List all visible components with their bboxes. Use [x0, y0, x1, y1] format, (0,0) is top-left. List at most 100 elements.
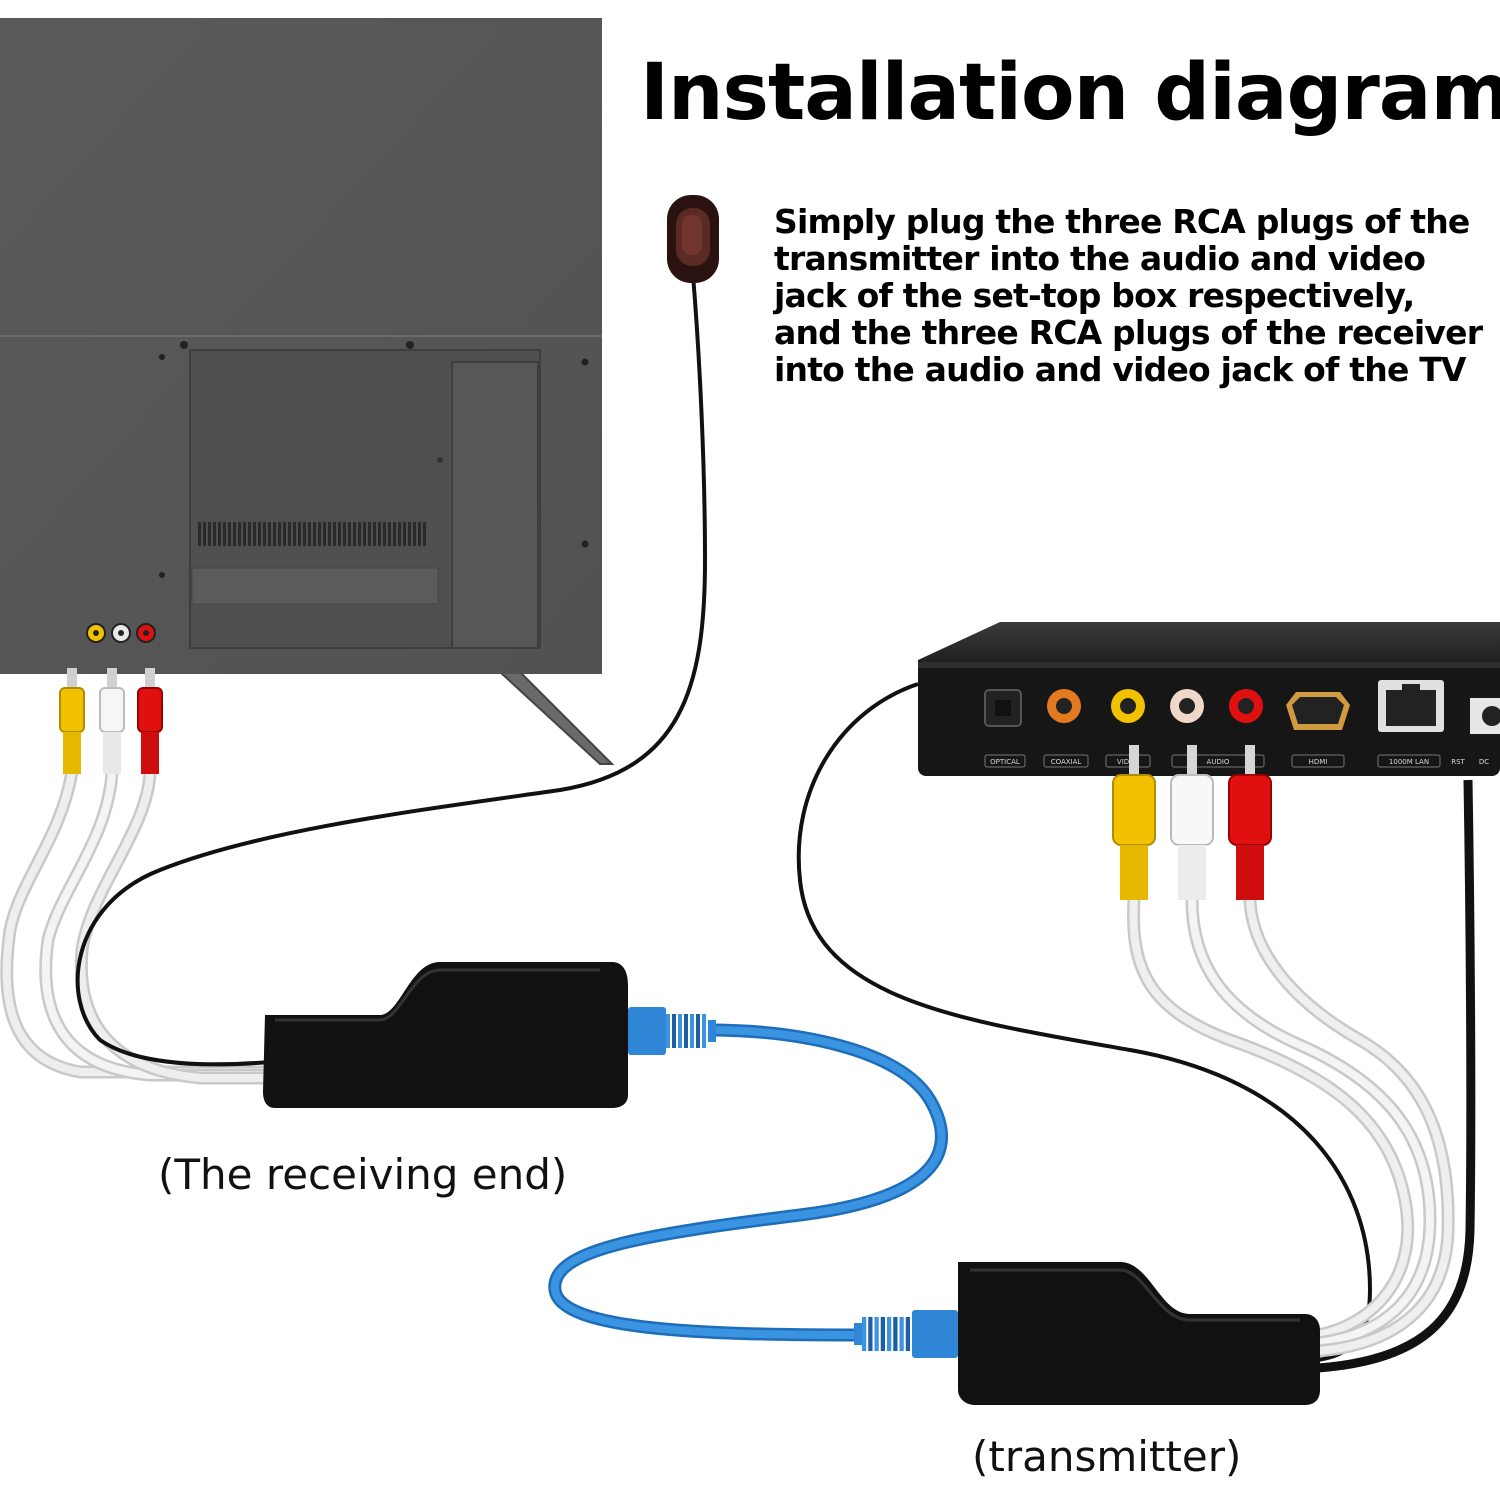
vent-slot: [283, 522, 286, 546]
connector-rib: [905, 1317, 910, 1351]
vent-slot: [333, 522, 336, 546]
vent-slot: [288, 522, 291, 546]
port-label-optical: OPTICAL: [990, 758, 1020, 766]
settop-power-cables: [796, 682, 1476, 1373]
receiver-label: (The receiving end): [158, 1150, 568, 1199]
connector-rib: [696, 1014, 700, 1048]
network-cable: [548, 1023, 948, 1342]
connector-rib: [887, 1317, 892, 1351]
vent-slot: [263, 522, 266, 546]
vent-slot: [348, 522, 351, 546]
vent-slot: [278, 522, 281, 546]
connector-rib: [868, 1317, 873, 1351]
vent-slot: [403, 522, 406, 546]
vent-slot: [418, 522, 421, 546]
instruction-line: into the audio and video jack of the TV: [774, 350, 1466, 389]
instruction-line: and the three RCA plugs of the receiver: [774, 313, 1483, 352]
vent-slot: [208, 522, 211, 546]
coaxial-port: [1047, 689, 1081, 723]
vent-slot: [353, 522, 356, 546]
port-label-dc: DC: [1479, 758, 1489, 766]
vent-slot: [358, 522, 361, 546]
vent-slot: [373, 522, 376, 546]
connector-rib: [690, 1014, 694, 1048]
vent-slot: [258, 522, 261, 546]
ir-sensor-icon: [667, 195, 719, 283]
connector-rib: [672, 1014, 676, 1048]
tv-stand-leg: [497, 671, 615, 765]
tv-back: [0, 18, 602, 674]
vent-slot: [248, 522, 251, 546]
transmitter-rj45-connector: [854, 1310, 958, 1358]
vent-slot: [228, 522, 231, 546]
audio-white-port: [1170, 689, 1204, 723]
port-label-video: VIDEO: [1117, 758, 1140, 766]
page-title: Installation diagram: [640, 48, 1500, 138]
instruction-line: transmitter into the audio and video: [774, 239, 1426, 278]
tv-vent: [198, 522, 426, 546]
vent-slot: [338, 522, 341, 546]
tv-av-jacks: [86, 623, 156, 643]
vent-slot: [408, 522, 411, 546]
vent-slot: [368, 522, 371, 546]
dc-port: [1470, 698, 1500, 734]
vent-slot: [223, 522, 226, 546]
ir-sensor-cable: [75, 274, 708, 1067]
receiver-unit: [263, 962, 716, 1108]
receiver-rca-cables: [0, 765, 277, 1085]
connector-rib: [880, 1317, 885, 1351]
vent-slot: [398, 522, 401, 546]
vent-slot: [363, 522, 366, 546]
transmitter-rca-cables: [1127, 893, 1455, 1358]
connector-rib: [874, 1317, 879, 1351]
vent-slot: [253, 522, 256, 546]
port-label-coaxial: COAXIAL: [1051, 758, 1082, 766]
vent-slot: [298, 522, 301, 546]
vent-slot: [388, 522, 391, 546]
vent-slot: [218, 522, 221, 546]
instruction-line: jack of the set-top box respectively,: [774, 276, 1415, 315]
settop-ports: [984, 680, 1500, 734]
vent-slot: [293, 522, 296, 546]
vent-slot: [393, 522, 396, 546]
port-label-rst: RST: [1451, 758, 1465, 766]
vent-slot: [303, 522, 306, 546]
connector-rib: [899, 1317, 904, 1351]
vent-slot: [323, 522, 326, 546]
connector-rib: [678, 1014, 682, 1048]
port-label-audio: AUDIO: [1207, 758, 1230, 766]
port-label-hdmi: HDMI: [1309, 758, 1328, 766]
vent-slot: [313, 522, 316, 546]
settop-port-labels: OPTICAL COAXIAL VIDEO AUDIO HDMI 1000M L…: [984, 754, 1489, 768]
vent-slot: [233, 522, 236, 546]
vent-slot: [383, 522, 386, 546]
connector-rib: [666, 1014, 670, 1048]
instruction-text: Simply plug the three RCA plugs of the t…: [774, 202, 1483, 389]
connector-rib: [702, 1014, 706, 1048]
vent-slot: [308, 522, 311, 546]
lan-port: [1378, 680, 1444, 732]
instruction-line: Simply plug the three RCA plugs of the: [774, 202, 1470, 241]
vent-slot: [318, 522, 321, 546]
vent-slot: [273, 522, 276, 546]
vent-slot: [198, 522, 201, 546]
port-label-lan: 1000M LAN: [1389, 758, 1429, 766]
vent-slot: [243, 522, 246, 546]
receiver-rj45-connector: [628, 1007, 716, 1055]
vent-slot: [413, 522, 416, 546]
transmitter-label: (transmitter): [972, 1432, 1242, 1481]
vent-slot: [423, 522, 426, 546]
optical-port: [984, 689, 1022, 727]
hdmi-port: [1286, 692, 1350, 730]
vent-slot: [268, 522, 271, 546]
settop-rca-plugs: [1112, 745, 1272, 900]
tv-rca-plugs: [59, 668, 163, 774]
vent-slot: [328, 522, 331, 546]
vent-slot: [203, 522, 206, 546]
video-port: [1111, 689, 1145, 723]
connector-rib: [684, 1014, 688, 1048]
vent-slot: [378, 522, 381, 546]
transmitter-unit: [854, 1262, 1320, 1405]
